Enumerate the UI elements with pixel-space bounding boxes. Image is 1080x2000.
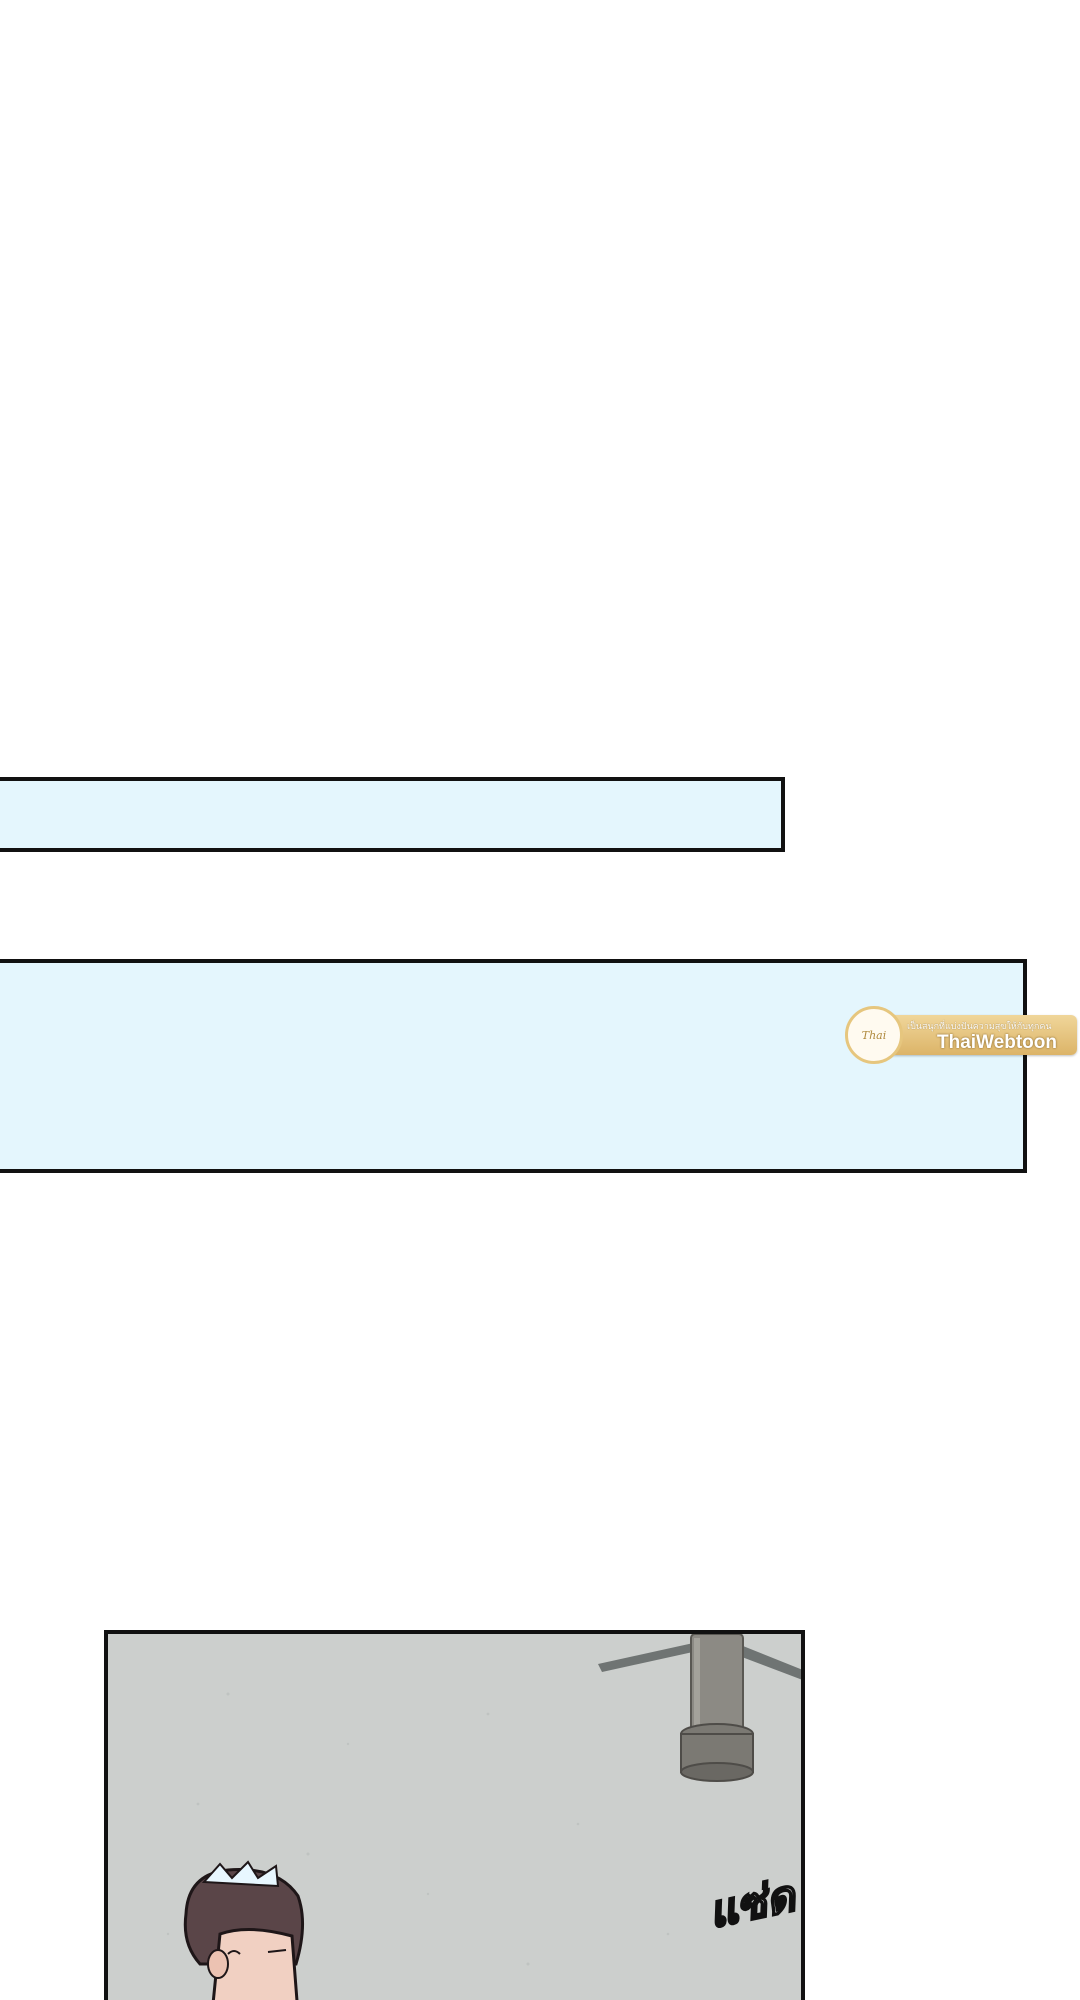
caption-box	[0, 959, 1027, 1173]
character-head	[183, 1860, 305, 2000]
chair-base	[598, 1634, 801, 1782]
panel-illustration	[108, 1634, 801, 2000]
caption-box	[0, 777, 785, 852]
comic-panel: แซ่ด	[104, 1630, 805, 2000]
watermark: Thai เป็นสนุกที่แบ่งปันความสุขให้กับทุกค…	[835, 1002, 1080, 1068]
watermark-logo-icon: Thai	[845, 1006, 903, 1064]
floor-speckles	[166, 1692, 670, 1966]
watermark-brand: ThaiWebtoon	[937, 1032, 1057, 1053]
watermark-tagline: เป็นสนุกที่แบ่งปันความสุขให้กับทุกคน	[907, 1021, 1052, 1031]
